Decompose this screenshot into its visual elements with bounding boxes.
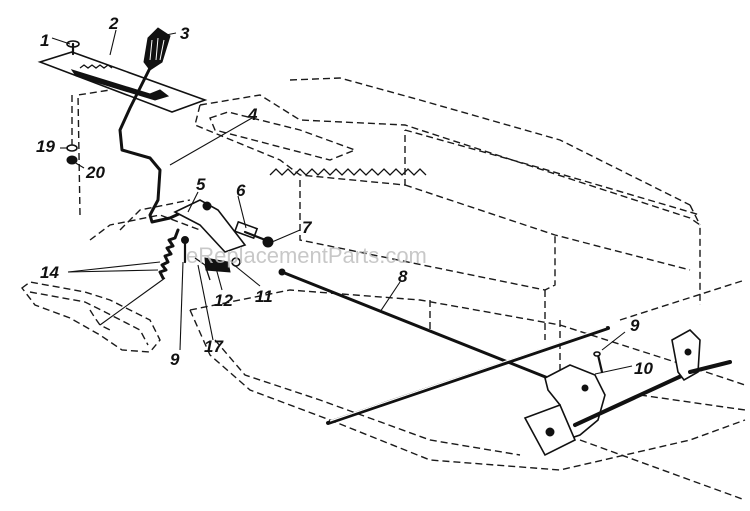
callout-19: 19: [36, 137, 55, 156]
callout-6: 6: [236, 181, 246, 200]
shift-rod: [278, 268, 550, 380]
callout-12: 12: [214, 291, 233, 310]
callout-14: 14: [40, 263, 59, 282]
shift-arm-assembly: [523, 329, 732, 457]
shift-plate: [37, 51, 208, 113]
watermark-text: eReplacementParts.com: [186, 243, 427, 268]
callout-1: 1: [40, 31, 49, 50]
frame-phantom-outline: [77, 77, 746, 501]
callout-10: 10: [634, 359, 653, 378]
callout-20: 20: [85, 163, 105, 182]
cross-rod: [326, 326, 610, 425]
footrest-bracket: [21, 281, 161, 353]
callout-2: 2: [108, 14, 119, 33]
callout-labels: 1 2 3 4 5 6 7 8 9 9 10 11 12 14 17 19 20: [36, 14, 653, 378]
shift-lever: [118, 27, 198, 224]
callout-11: 11: [255, 287, 273, 306]
callout-17: 17: [204, 337, 224, 356]
spring: [158, 228, 180, 280]
callout-9-upper: 9: [630, 316, 640, 335]
leader-lines: [51, 29, 633, 375]
pin-and-clip: [181, 236, 211, 281]
linkage-block: [204, 257, 241, 273]
washer-and-nut: [66, 95, 78, 165]
callout-5: 5: [196, 175, 206, 194]
callout-8: 8: [398, 267, 408, 286]
screw: [66, 40, 80, 56]
callout-3: 3: [180, 24, 190, 43]
pivot-bracket: [173, 199, 247, 253]
callout-9-lower: 9: [170, 350, 180, 369]
callout-7: 7: [302, 218, 313, 237]
callout-4: 4: [247, 105, 258, 124]
